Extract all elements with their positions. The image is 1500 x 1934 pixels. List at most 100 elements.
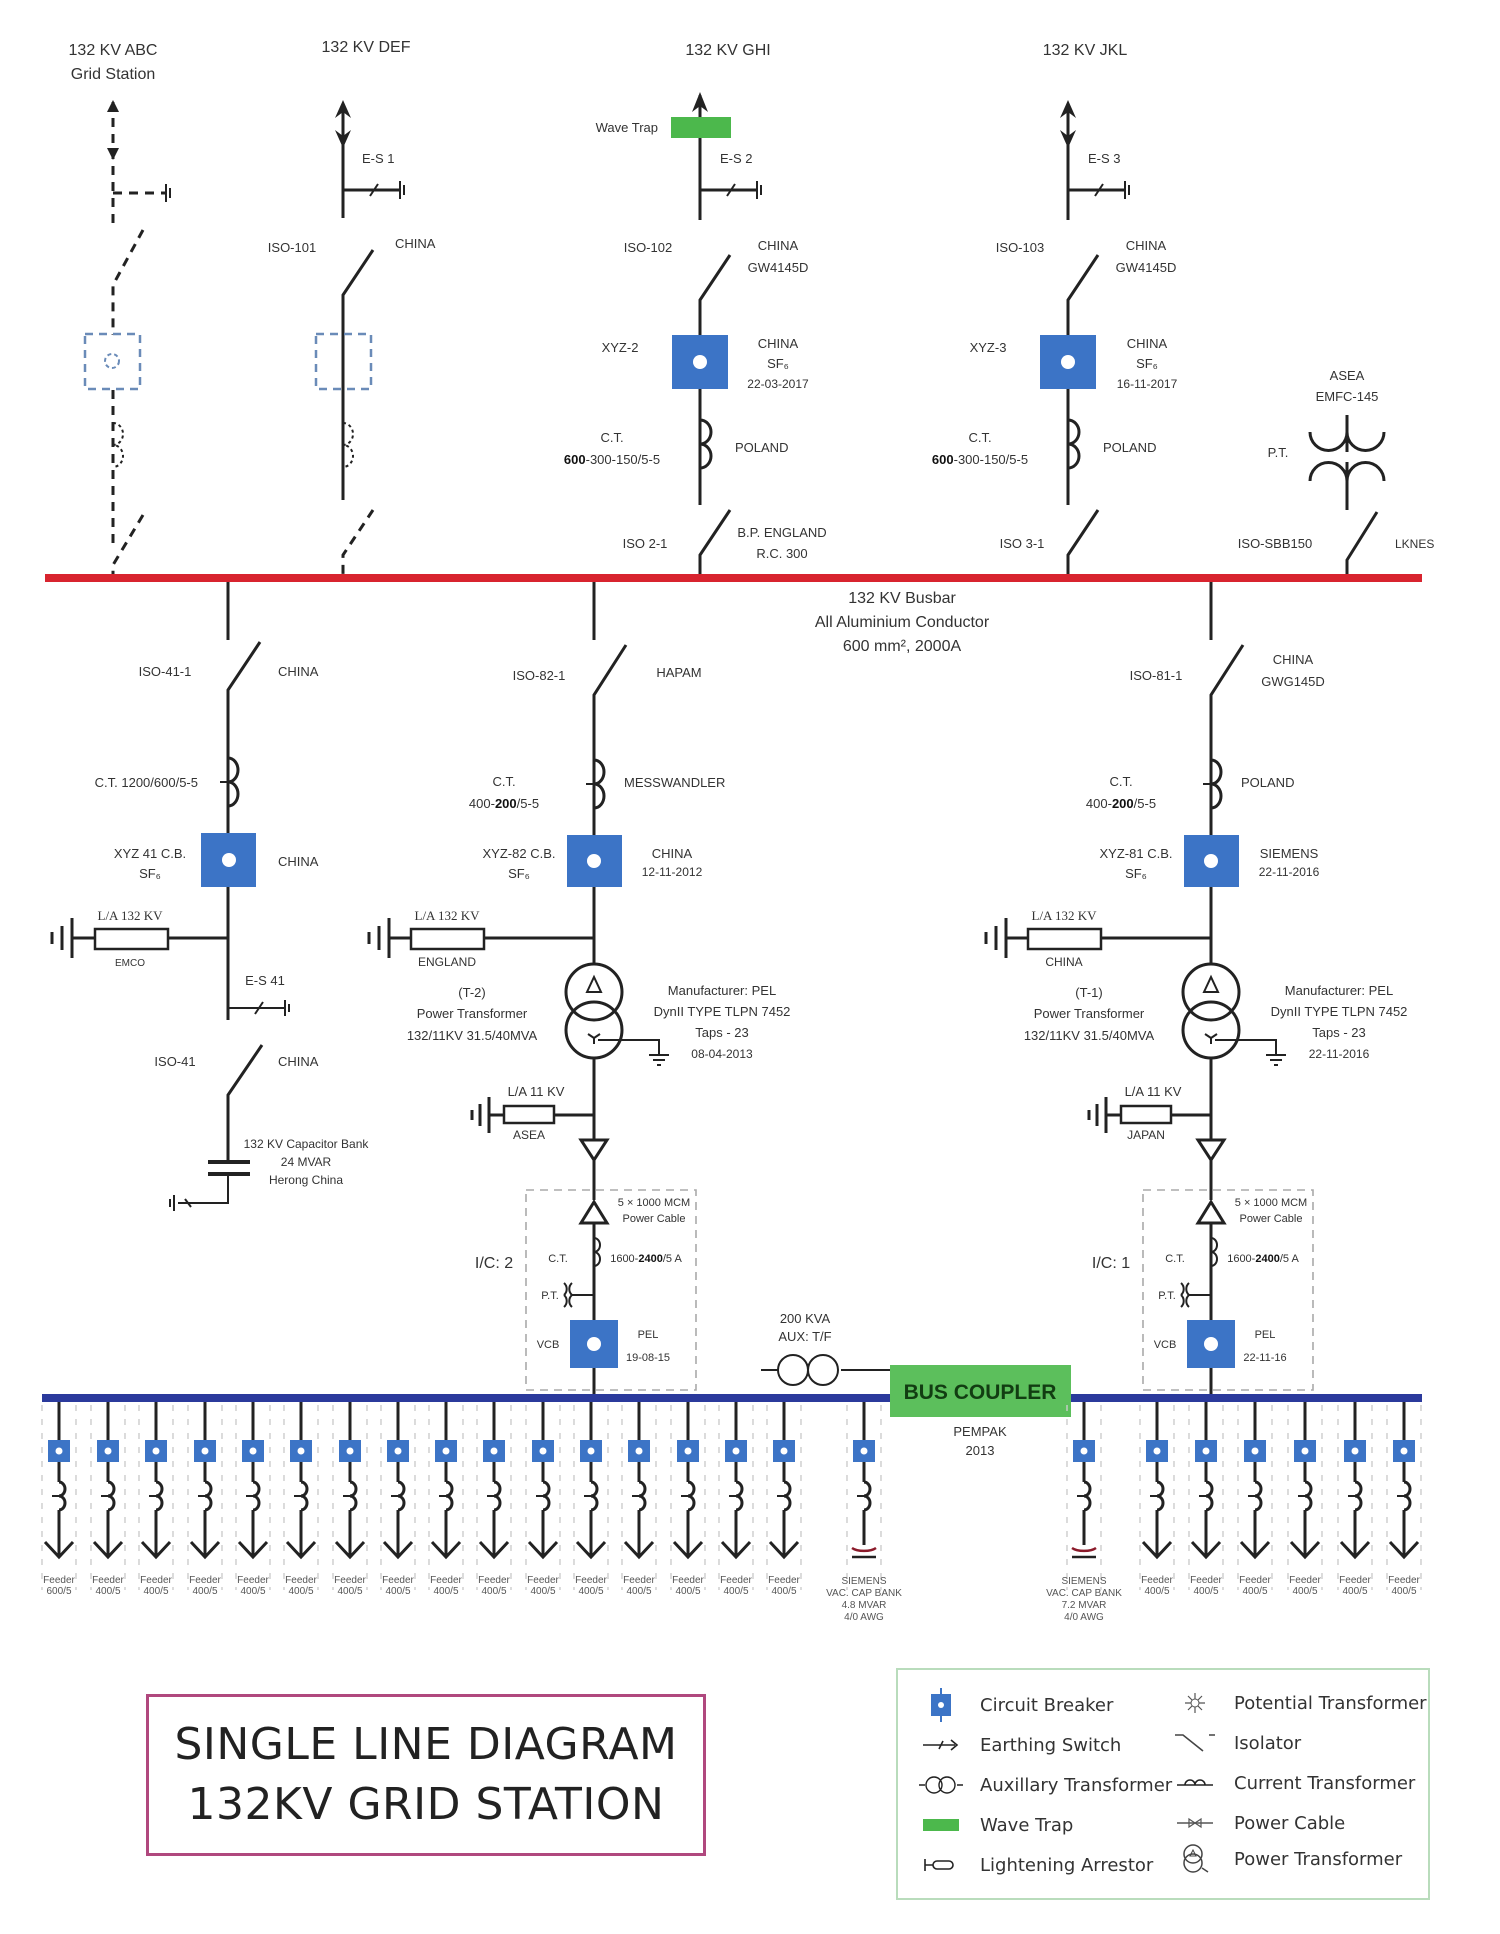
current-transformer-icon [1254,1480,1263,1512]
incomer-jkl-title: 132 KV JKL [1043,42,1128,59]
cap-bank-rating: 4.8 MVAR [842,1600,887,1611]
isolator-icon [1209,644,1245,835]
feeder-panel-outline [332,1405,368,1590]
current-transformer-icon [863,1480,872,1512]
ct11-label: C.T. [1165,1253,1185,1265]
pt11-label: P.T. [1158,1290,1176,1302]
la11-label: L/A 11 KV [508,1084,565,1099]
transformer-taps: Taps - 23 [1312,1025,1365,1040]
la-make: EMCO [115,958,145,969]
current-transformer-icon [204,1480,213,1512]
isolator-icon [111,229,145,335]
current-transformer-icon [638,1480,647,1512]
cap-bank-type: VAC. CAP BANK [826,1588,902,1599]
circuit-breaker-icon [916,1688,966,1722]
feeder-label: Feeder [43,1575,75,1586]
isolator-icon [341,509,375,578]
isolator-model: GWG145D [1261,674,1325,689]
transformer-taps: Taps - 23 [695,1025,748,1040]
legend-item-current-transformer: Current Transformer [1170,1768,1415,1798]
ct11-ratio-bold: 2400 [1255,1253,1279,1265]
current-transformer-icon [687,1480,696,1512]
ct-ratio-bold: 600 [932,452,954,467]
incomer-abc-subtitle: Grid Station [71,66,155,83]
ct-ratio-bold: 200 [1112,796,1134,811]
current-transformer-icon [58,1480,67,1512]
feeder-panel-outline [525,1405,561,1590]
feeder-panel-outline [283,1405,319,1590]
ct-ratio: 400-200/5-5 [469,796,539,811]
breaker-label: XYZ-82 C.B. [483,846,556,861]
earthing-switch-icon [916,1730,966,1760]
feeder-arrow-icon [92,1540,124,1560]
current-transformer-icon [1205,1480,1214,1512]
bus-isolator-label: ISO 2-1 [623,536,668,551]
ct11-ratio-pre: 1600- [1227,1253,1255,1265]
feeder-arrow-icon [575,1540,607,1560]
feeder-panel-outline [1237,1405,1273,1590]
cable-spec: 5 × 1000 MCM [1235,1197,1307,1209]
lightning-arrestor-icon [367,918,594,958]
feeder-rating: 400/5 [385,1586,410,1597]
transformer-rating: 132/11KV 31.5/40MVA [1024,1028,1155,1043]
feeder-rating: 400/5 [675,1586,700,1597]
power-cable-icon [1195,1199,1227,1225]
potential-transformer-icon [563,1282,594,1308]
ct-make: POLAND [1103,440,1156,455]
breaker-date: 22-03-2017 [747,377,809,391]
incomer-jkl-bay: E-S 3 ISO-103 CHINA GW4145D XYZ-3 CHINA … [932,100,1178,578]
bus-coupler[interactable] [890,1365,1071,1417]
isolator-label: ISO-82-1 [513,668,566,683]
isolator-label: ISO-81-1 [1130,668,1183,683]
earth-switch-label: E-S 1 [362,151,395,166]
feeder-panel-outline [476,1405,512,1590]
isolator-make: CHINA [278,664,319,679]
feeder-arrow-icon [237,1540,269,1560]
isolator2-make: CHINA [278,1054,319,1069]
ct-label: C.T. [600,430,623,445]
feeder-label: Feeder [1339,1575,1371,1586]
transformer-type: DynII TYPE TLPN 7452 [654,1004,791,1019]
breaker-make: CHINA [1127,336,1168,351]
current-transformer-icon [699,418,713,470]
current-transformer-icon [397,1480,406,1512]
pt11-label: P.T. [541,1290,559,1302]
isolator-icon [592,644,628,835]
feeder-label: Feeder [720,1575,752,1586]
vcb-label: VCB [537,1339,560,1351]
earthing-switch-icon [369,183,379,197]
feeder-rating: 600/5 [46,1586,71,1597]
ct-ratio-pre: 400- [1086,796,1112,811]
legend-item-potential-transformer: Potential Transformer [1170,1688,1427,1718]
la-label: L/A 132 KV [98,908,164,923]
current-transformer-icon [155,1480,164,1512]
transformer-name: Power Transformer [1034,1006,1145,1021]
cap-bank-type: VAC. CAP BANK [1046,1588,1122,1599]
bus-coupler-make: PEMPAK [953,1424,1007,1439]
feeder-rating: 400/5 [1391,1586,1416,1597]
